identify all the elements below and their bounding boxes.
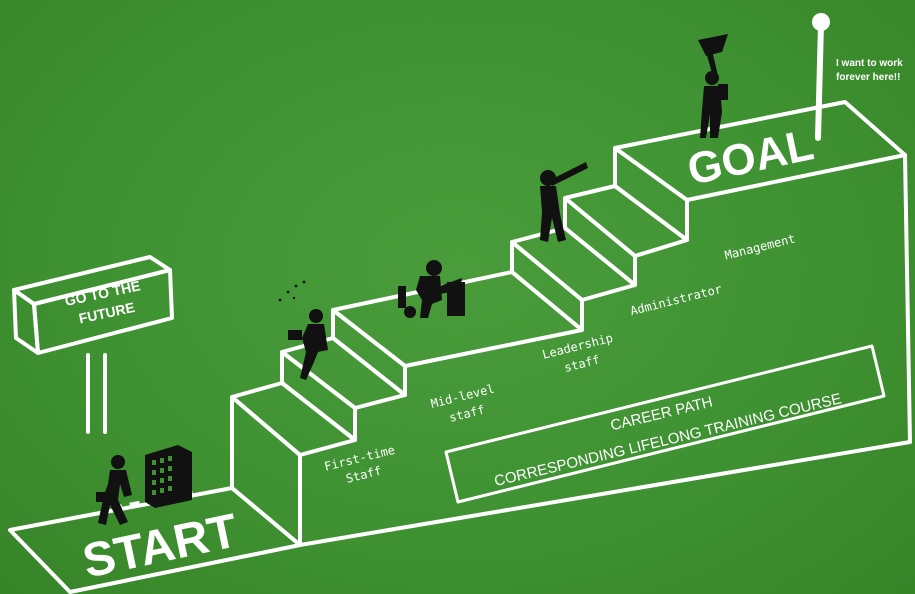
level-mid-level-line1: Mid-level	[429, 382, 495, 411]
sitting-reader-icon	[279, 281, 328, 380]
desk-worker-icon	[398, 260, 465, 318]
step-3-side	[333, 310, 405, 395]
flag-pole	[818, 24, 821, 138]
level-leadership-line2: staff	[563, 353, 601, 375]
goal-flag-icon: I want to work forever here!!	[812, 13, 903, 138]
signpost-side	[14, 290, 38, 353]
walking-businessman-icon	[96, 455, 132, 525]
step-1-side	[232, 397, 300, 545]
signpost: GO TO THE FUTURE	[14, 257, 172, 432]
level-management: Management	[723, 231, 796, 262]
step-2-side	[282, 352, 355, 440]
flag-pole-top	[812, 13, 830, 31]
flag-text-line2: forever here!!	[836, 72, 900, 83]
step-5-side	[565, 198, 635, 285]
flag-text-line1: I want to work	[836, 58, 903, 69]
office-building-icon	[145, 445, 192, 508]
level-mid-level-line2: staff	[448, 403, 486, 425]
level-administrator: Administrator	[629, 282, 724, 318]
right-edge	[905, 155, 910, 442]
info-box: CAREER PATH CORRESPONDING LIFELONG TRAIN…	[446, 346, 884, 502]
step-4-side	[512, 242, 582, 330]
trophy-raiser-icon	[698, 34, 728, 138]
